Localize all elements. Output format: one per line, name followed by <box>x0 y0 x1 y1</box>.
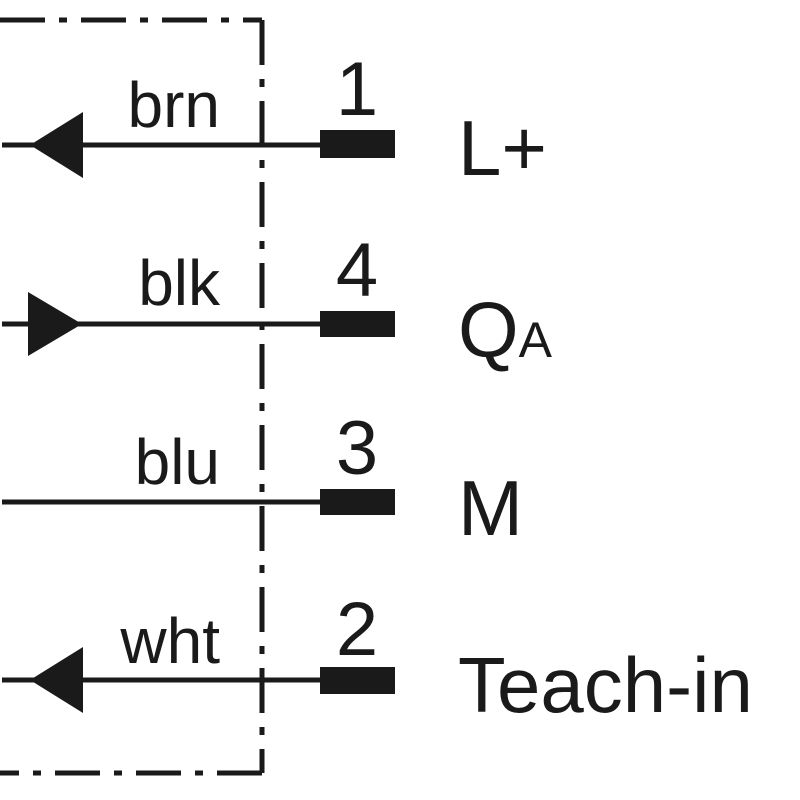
pin-row-2: blk 4 QA <box>2 228 553 374</box>
signal-name: Teach-in <box>458 641 753 729</box>
signal-name: M <box>458 464 523 552</box>
pin-number: 4 <box>336 228 378 313</box>
arrow-left-icon <box>30 647 83 713</box>
pin-row-4: wht 2 Teach-in <box>2 587 753 729</box>
pin-terminal <box>320 667 395 694</box>
pin-number: 3 <box>336 406 378 491</box>
wire-color-label: wht <box>119 605 220 677</box>
wire-color-label: blk <box>138 247 221 319</box>
signal-label: L+ <box>458 104 547 192</box>
pin-row-1: brn 1 L+ <box>2 47 547 192</box>
pin-number: 1 <box>336 47 378 132</box>
signal-name: L+ <box>458 104 547 192</box>
pin-number: 2 <box>336 587 378 672</box>
signal-name: Q <box>458 286 519 374</box>
signal-label: QA <box>458 286 553 374</box>
arrow-right-icon <box>28 292 82 356</box>
signal-label: M <box>458 464 523 552</box>
signal-subscript: A <box>519 312 553 368</box>
wire-color-label: brn <box>128 69 221 141</box>
pin-terminal <box>320 130 395 158</box>
pin-terminal <box>320 489 395 515</box>
wire-color-label: blu <box>135 426 220 498</box>
pin-terminal <box>320 311 395 337</box>
arrow-left-icon <box>30 112 83 178</box>
pin-row-3: blu 3 M <box>2 406 523 552</box>
signal-label: Teach-in <box>458 641 753 729</box>
